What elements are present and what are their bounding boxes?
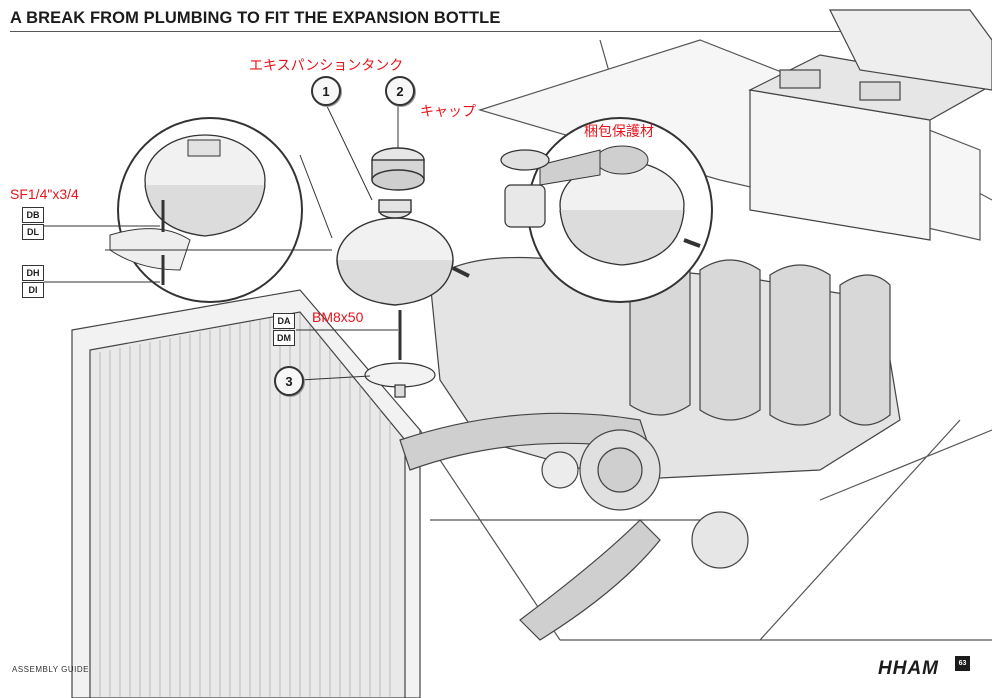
air-box — [829, 9, 992, 91]
label-bolt-sf: SF1/4"x3/4 — [10, 186, 79, 202]
expansion-bottle — [336, 199, 470, 306]
detail-circle-bottle-mount — [109, 117, 303, 303]
radiator-fins — [99, 313, 391, 698]
page-title: A BREAK FROM PLUMBING TO FIT THE EXPANSI… — [10, 9, 501, 27]
label-expansion-tank: エキスパンションタンク — [249, 57, 404, 73]
packing-piece — [500, 149, 550, 228]
footer-guide-label: ASSEMBLY GUIDE — [12, 665, 89, 674]
mounting-bracket — [364, 310, 436, 398]
part-code-di: DI — [22, 282, 44, 298]
detail-circle-packing — [527, 117, 713, 303]
label-packing-protection: 梱包保護材 — [584, 123, 654, 139]
footer-brand: HHAM — [878, 658, 939, 679]
part-code-db: DB — [22, 207, 44, 223]
callout-2: 2 — [385, 76, 415, 106]
callout-3: 3 — [274, 366, 304, 396]
label-cap: キャップ — [420, 103, 476, 119]
expansion-bottle-cap — [371, 147, 425, 191]
title-rule — [10, 31, 982, 32]
alternator — [541, 429, 749, 569]
leader-lines — [44, 101, 399, 381]
callout-1: 1 — [311, 76, 341, 106]
radiator — [71, 289, 421, 698]
part-code-dl: DL — [22, 224, 44, 240]
page-number: 63 — [955, 656, 970, 671]
part-code-dh: DH — [22, 265, 44, 281]
battery — [748, 54, 992, 241]
part-code-da: DA — [273, 313, 295, 329]
part-code-dm: DM — [273, 330, 295, 346]
label-bolt-bm: BM8x50 — [312, 309, 364, 325]
